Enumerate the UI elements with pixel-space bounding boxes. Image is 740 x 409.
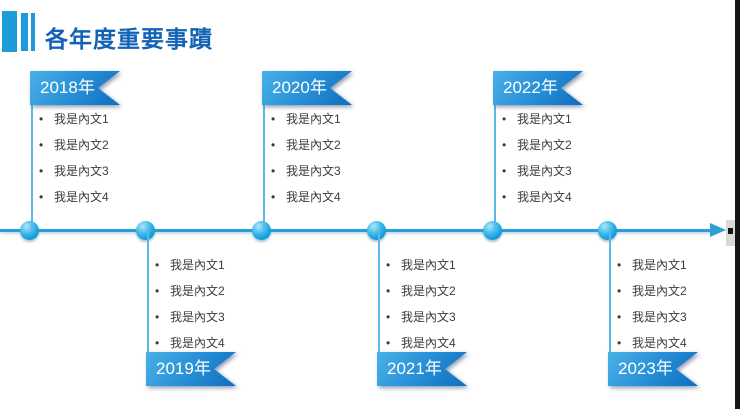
year-flag[interactable]: 2019年 <box>146 352 236 386</box>
milestone-item-list: 我是內文1我是內文2我是內文3我是內文4 <box>377 252 489 356</box>
timeline-node-dot[interactable] <box>367 221 386 240</box>
arrow-right-icon <box>710 223 726 237</box>
list-item: 我是內文1 <box>377 252 489 278</box>
title-decoration-bar <box>21 13 28 51</box>
timeline-node-dot[interactable] <box>252 221 271 240</box>
list-item: 我是內文3 <box>262 158 374 184</box>
list-item: 我是內文2 <box>377 278 489 304</box>
milestone-2023: 2023年我是內文1我是內文2我是內文3我是內文4 <box>608 0 720 409</box>
milestone-item-list: 我是內文1我是內文2我是內文3我是內文4 <box>262 106 374 210</box>
year-flag[interactable]: 2023年 <box>608 352 698 386</box>
list-item: 我是內文4 <box>608 330 720 356</box>
list-item: 我是內文3 <box>146 304 258 330</box>
year-flag[interactable]: 2022年 <box>493 71 583 105</box>
timeline-axis <box>0 229 714 232</box>
milestone-item-list: 我是內文1我是內文2我是內文3我是內文4 <box>493 106 605 210</box>
list-item: 我是內文1 <box>30 106 142 132</box>
list-item: 我是內文4 <box>262 184 374 210</box>
year-flag-label: 2023年 <box>608 352 698 386</box>
timeline-node-dot[interactable] <box>20 221 39 240</box>
list-item: 我是內文1 <box>608 252 720 278</box>
list-item: 我是內文1 <box>146 252 258 278</box>
milestone-item-list: 我是內文1我是內文2我是內文3我是內文4 <box>608 252 720 356</box>
year-flag-label: 2018年 <box>30 71 120 105</box>
list-item: 我是內文2 <box>608 278 720 304</box>
list-item: 我是內文2 <box>493 132 605 158</box>
year-flag-label: 2021年 <box>377 352 467 386</box>
list-item: 我是內文3 <box>608 304 720 330</box>
year-flag[interactable]: 2020年 <box>262 71 352 105</box>
year-flag-label: 2022年 <box>493 71 583 105</box>
selection-handle[interactable] <box>728 228 733 234</box>
year-flag-label: 2020年 <box>262 71 352 105</box>
milestone-item-list: 我是內文1我是內文2我是內文3我是內文4 <box>30 106 142 210</box>
list-item: 我是內文1 <box>262 106 374 132</box>
title-decoration-bar <box>31 13 35 51</box>
year-flag-label: 2019年 <box>146 352 236 386</box>
list-item: 我是內文4 <box>377 330 489 356</box>
list-item: 我是內文3 <box>30 158 142 184</box>
list-item: 我是內文2 <box>146 278 258 304</box>
milestone-2019: 2019年我是內文1我是內文2我是內文3我是內文4 <box>146 0 258 409</box>
list-item: 我是內文4 <box>30 184 142 210</box>
milestone-2021: 2021年我是內文1我是內文2我是內文3我是內文4 <box>377 0 489 409</box>
screen-edge-strip <box>735 0 740 409</box>
list-item: 我是內文3 <box>377 304 489 330</box>
timeline-node-dot[interactable] <box>483 221 502 240</box>
page-title: 各年度重要事蹟 <box>45 26 213 52</box>
list-item: 我是內文2 <box>262 132 374 158</box>
year-flag[interactable]: 2021年 <box>377 352 467 386</box>
list-item: 我是內文3 <box>493 158 605 184</box>
milestone-2018: 2018年我是內文1我是內文2我是內文3我是內文4 <box>30 0 142 409</box>
timeline-node-dot[interactable] <box>136 221 155 240</box>
timeline-node-dot[interactable] <box>598 221 617 240</box>
milestone-item-list: 我是內文1我是內文2我是內文3我是內文4 <box>146 252 258 356</box>
year-flag[interactable]: 2018年 <box>30 71 120 105</box>
list-item: 我是內文4 <box>146 330 258 356</box>
milestone-2022: 2022年我是內文1我是內文2我是內文3我是內文4 <box>493 0 605 409</box>
title-decoration-bar <box>2 11 17 52</box>
milestone-2020: 2020年我是內文1我是內文2我是內文3我是內文4 <box>262 0 374 409</box>
list-item: 我是內文2 <box>30 132 142 158</box>
list-item: 我是內文4 <box>493 184 605 210</box>
list-item: 我是內文1 <box>493 106 605 132</box>
